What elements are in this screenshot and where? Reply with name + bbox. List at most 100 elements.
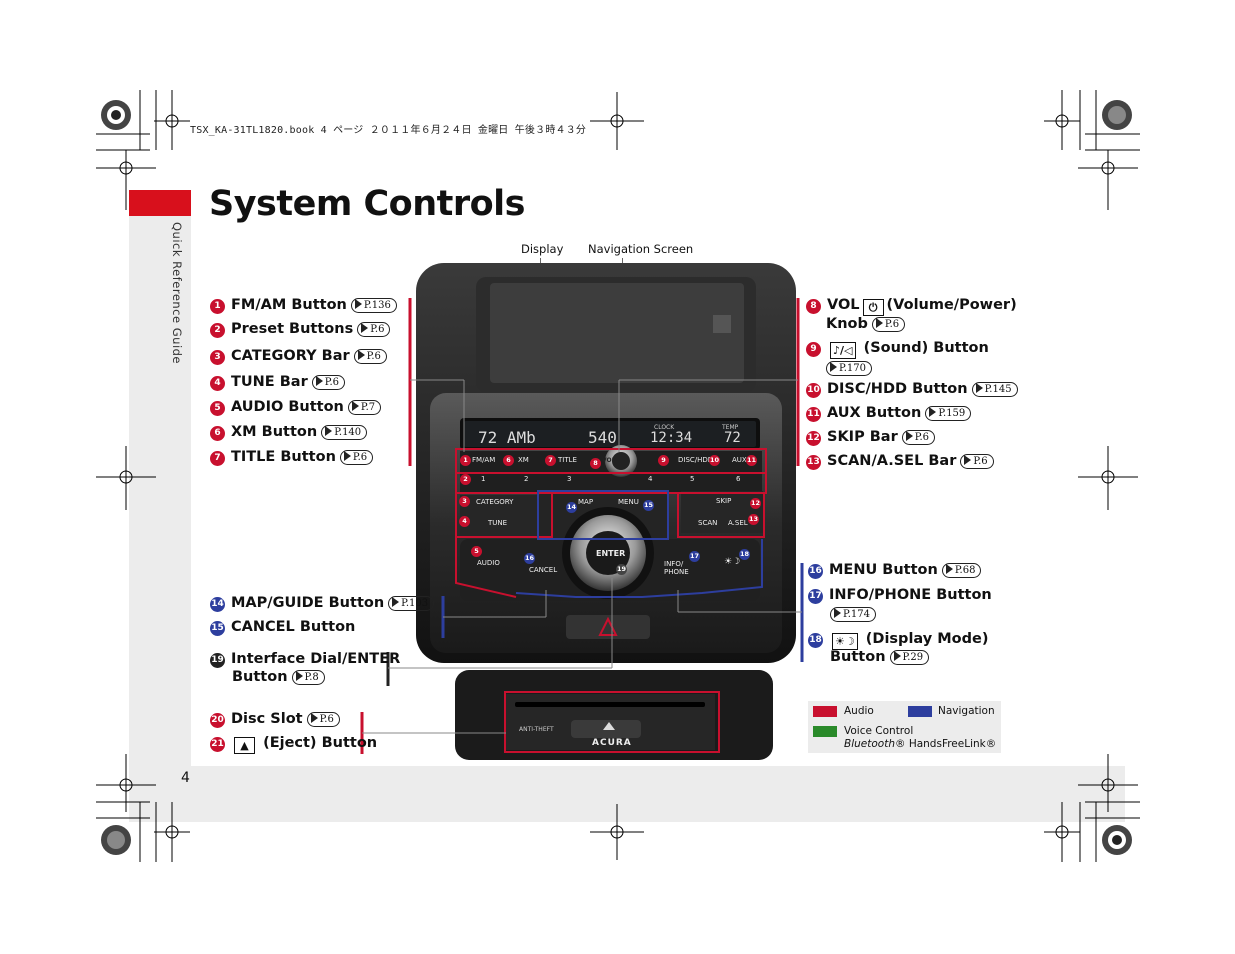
page-ref-aux[interactable]: P.159 bbox=[925, 406, 972, 421]
page-ref-disc-slot[interactable]: P.6 bbox=[306, 712, 340, 727]
arrow-icon bbox=[975, 383, 983, 393]
xm-button[interactable]: XM bbox=[518, 456, 529, 464]
badge-13: 13 bbox=[806, 455, 821, 470]
tune-bar[interactable]: TUNE bbox=[488, 519, 508, 527]
console-badge-18: 18 bbox=[739, 549, 750, 560]
legend-bluetooth-italic: Bluetooth bbox=[844, 738, 895, 750]
badge-15: 15 bbox=[210, 621, 225, 636]
eject-icon: ▲ bbox=[234, 737, 255, 754]
audio-button[interactable]: AUDIO bbox=[477, 559, 500, 567]
left-callout-label: FM/AM Button bbox=[231, 297, 347, 313]
cancel-button[interactable]: CANCEL bbox=[529, 566, 558, 574]
lcd-frequency: 540 bbox=[588, 428, 617, 447]
badge-6: 6 bbox=[210, 426, 225, 441]
legend-navigation: Navigation bbox=[938, 705, 995, 717]
left-callout-label: CATEGORY Bar bbox=[231, 348, 350, 364]
map-guide-button[interactable]: MAP bbox=[578, 498, 594, 506]
page-ref-display-mode[interactable]: P.29 bbox=[889, 650, 930, 665]
title-button[interactable]: TITLE bbox=[558, 456, 577, 464]
console-badge-3: 3 bbox=[459, 496, 470, 507]
scan-bar[interactable]: SCAN bbox=[698, 519, 718, 527]
badge-9: 9 bbox=[806, 342, 821, 357]
arrow-icon bbox=[392, 597, 400, 607]
legend-voice-control: Voice Control bbox=[844, 725, 914, 737]
page-ref-map-guide[interactable]: P.103 bbox=[388, 596, 435, 611]
preset-2[interactable]: 2 bbox=[524, 475, 529, 483]
badge-7: 7 bbox=[210, 451, 225, 466]
aux-label: AUX Button bbox=[827, 405, 922, 421]
info-phone-button[interactable]: INFO/ PHONE bbox=[664, 560, 689, 576]
arrow-icon bbox=[361, 323, 369, 333]
page-ref-interface-dial[interactable]: P.8 bbox=[291, 670, 325, 685]
console-badge-14: 14 bbox=[566, 502, 577, 513]
page-ref-text: P.7 bbox=[360, 402, 376, 413]
console-badge-19: 19 bbox=[616, 564, 627, 575]
console-badge-8: 8 bbox=[590, 458, 601, 469]
page-ref-text: P.6 bbox=[370, 324, 385, 335]
badge-10: 10 bbox=[806, 383, 821, 398]
fm-am-button[interactable]: FM/AM bbox=[472, 456, 496, 464]
preset-4[interactable]: 4 bbox=[648, 475, 653, 483]
section-label: Quick Reference Guide bbox=[170, 222, 184, 365]
anti-theft-label: ANTI-THEFT bbox=[519, 726, 554, 733]
page-ref[interactable]: P.6 bbox=[357, 322, 391, 337]
menu-label: MENU Button bbox=[829, 562, 938, 578]
aux-button[interactable]: AUX bbox=[732, 456, 747, 464]
vol-knob[interactable]: VOL bbox=[602, 457, 616, 464]
arrow-icon bbox=[964, 455, 972, 465]
skip-label: SKIP Bar bbox=[827, 429, 898, 445]
badge-20: 20 bbox=[210, 713, 225, 728]
menu-button[interactable]: MENU bbox=[618, 498, 639, 506]
display-mode-icon[interactable]: ☀☽ bbox=[724, 557, 741, 567]
page-ref-text: P.6 bbox=[319, 714, 334, 725]
arrow-icon bbox=[343, 451, 351, 461]
footer-band bbox=[129, 766, 1125, 822]
page-ref-text: P.29 bbox=[902, 652, 924, 663]
page-ref[interactable]: P.6 bbox=[311, 375, 345, 390]
navigation-screen-callout: Navigation Screen bbox=[588, 242, 694, 256]
preset-3[interactable]: 3 bbox=[567, 475, 572, 483]
category-bar[interactable]: CATEGORY bbox=[476, 498, 514, 506]
page-ref[interactable]: P.140 bbox=[321, 425, 368, 440]
a-sel-bar[interactable]: A.SEL bbox=[728, 519, 748, 527]
section-tab bbox=[129, 190, 191, 216]
page-ref-text: P.174 bbox=[843, 609, 870, 620]
page-ref-sound[interactable]: P.170 bbox=[826, 361, 872, 376]
lcd-clock: 12:34 bbox=[650, 430, 693, 446]
lcd-clock-label: CLOCK bbox=[654, 424, 675, 431]
console-badge-6: 6 bbox=[503, 455, 514, 466]
preset-1[interactable]: 1 bbox=[481, 475, 486, 483]
left-callout-label: Preset Buttons bbox=[231, 321, 354, 337]
page-ref[interactable]: P.136 bbox=[350, 298, 397, 313]
page-ref-scan[interactable]: P.6 bbox=[960, 454, 994, 469]
legend-swatch-voice bbox=[813, 726, 837, 737]
disc-hdd-button[interactable]: DISC/HDD bbox=[678, 456, 714, 464]
page-ref-vol[interactable]: P.6 bbox=[871, 317, 906, 332]
page-ref[interactable]: P.6 bbox=[339, 450, 374, 465]
console-badge-17: 17 bbox=[689, 551, 700, 562]
skip-bar[interactable]: SKIP bbox=[716, 497, 732, 505]
page-ref[interactable]: P.6 bbox=[353, 349, 387, 364]
preset-5[interactable]: 5 bbox=[690, 475, 695, 483]
arrow-icon bbox=[945, 564, 953, 574]
legend-audio: Audio bbox=[844, 705, 874, 717]
page-number: 4 bbox=[181, 770, 190, 786]
page-ref-info-phone[interactable]: P.174 bbox=[830, 607, 876, 622]
sound-label: (Sound) Button bbox=[863, 340, 989, 356]
page-ref-menu[interactable]: P.68 bbox=[941, 563, 982, 578]
page-ref[interactable]: P.7 bbox=[347, 400, 382, 415]
page-ref-disc-hdd[interactable]: P.145 bbox=[971, 382, 1018, 397]
button-label: Button bbox=[830, 649, 886, 665]
page-ref-text: P.145 bbox=[984, 384, 1012, 395]
page-ref-skip[interactable]: P.6 bbox=[901, 430, 935, 445]
enter-button[interactable]: ENTER bbox=[596, 549, 626, 558]
preset-6[interactable]: 6 bbox=[736, 475, 741, 483]
